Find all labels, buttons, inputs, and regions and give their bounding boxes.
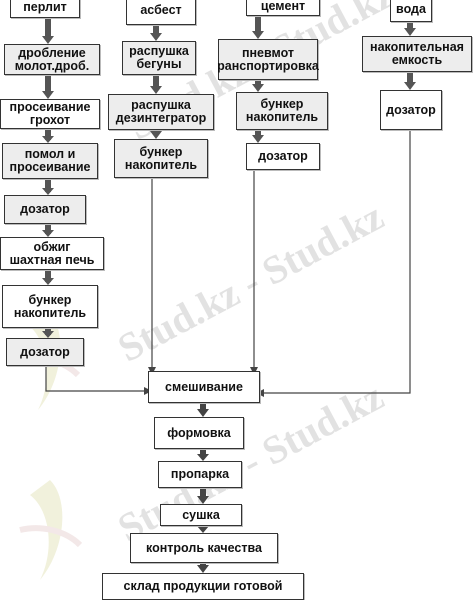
storage-tank-box: накопительная емкость <box>362 36 472 72</box>
cement-dispenser-box: дозатор <box>246 143 320 170</box>
disintegrator-box: распушка дезинтегратор <box>108 94 214 130</box>
perlite-dispenser-1-box: дозатор <box>4 195 86 224</box>
mixing-box: смешивание <box>148 371 260 403</box>
water-box: вода <box>390 0 432 22</box>
asbestos-bunker-box: бункер накопитель <box>114 139 208 178</box>
asbestos-runners-box: распушка бегуны <box>122 41 196 75</box>
warehouse-box: склад продукции готовой <box>102 573 304 600</box>
hammer-crusher-box: дробление молот.дроб. <box>4 44 100 75</box>
steaming-box: пропарка <box>158 461 242 488</box>
cement-bunker-box: бункер накопитель <box>236 92 328 130</box>
pneumatic-transport-box: пневмот ранспортировка <box>217 39 319 80</box>
cement-box: цемент <box>246 0 320 16</box>
firing-kiln-box: обжиг шахтная печь <box>0 237 104 270</box>
drying-box: сушка <box>160 504 242 526</box>
feed-lines <box>45 130 411 397</box>
water-dispenser-box: дозатор <box>380 90 442 130</box>
asbestos-box: асбест <box>126 0 196 25</box>
molding-box: формовка <box>154 417 244 449</box>
quality-control-box: контроль качества <box>130 533 278 563</box>
perlite-bunker-box: бункер накопитель <box>2 285 98 328</box>
screening-box: просеивание грохот <box>0 99 100 129</box>
perlite-dispenser-2-box: дозатор <box>6 338 84 366</box>
perlite-box: перлит <box>10 0 80 18</box>
grinding-box: помол и просеивание <box>2 143 98 179</box>
